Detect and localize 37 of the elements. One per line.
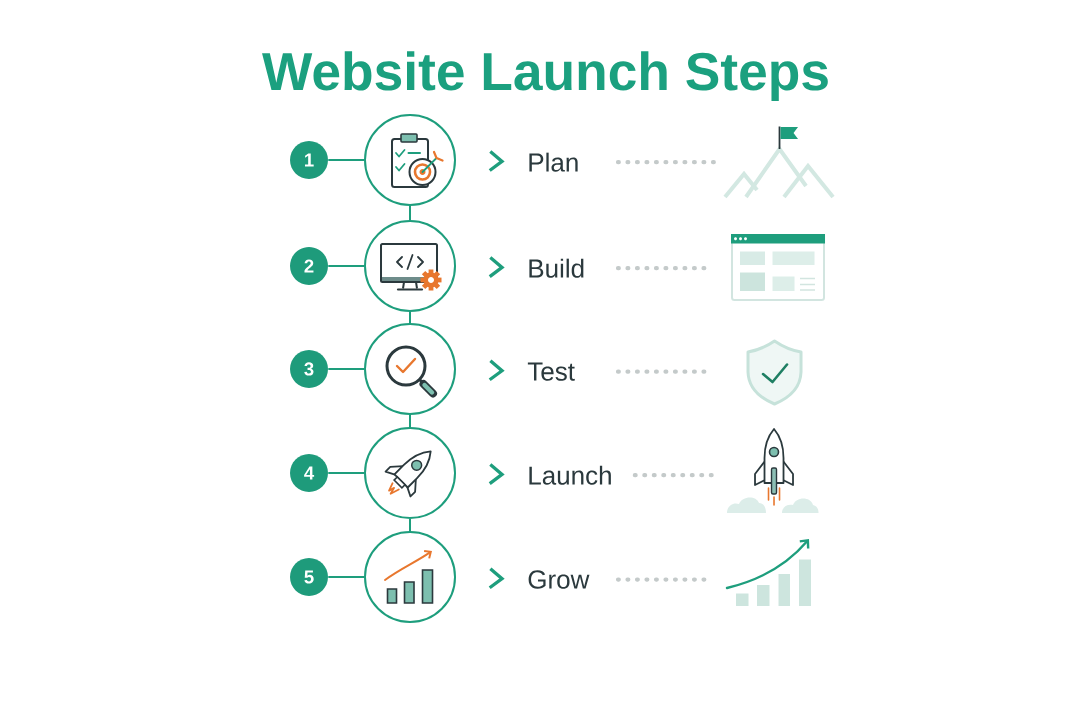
chevron-arrow [488, 256, 505, 278]
dotted-line [632, 473, 714, 478]
dotted-line [615, 160, 716, 165]
rocket-clouds-drawing [727, 428, 819, 513]
icon-circle [364, 323, 456, 415]
shield-check-drawing [746, 339, 803, 406]
dotted-line [615, 369, 707, 374]
dotted-line [615, 266, 707, 271]
chevron-arrow [488, 150, 505, 172]
connector-line [327, 368, 365, 370]
step-label: Grow [528, 570, 590, 589]
chevron-arrow [488, 567, 505, 590]
step-label: Launch [529, 465, 611, 485]
growth-chart-drawing [725, 539, 811, 606]
number-badge: 5 [290, 558, 328, 596]
step-label: Test [527, 362, 575, 381]
icon-circle [364, 220, 456, 312]
mountain-flag-drawing [723, 125, 835, 199]
chevron-arrow [488, 463, 505, 485]
connector-line [327, 576, 365, 578]
connector-line [409, 311, 411, 324]
connector-line [409, 205, 411, 221]
number-badge: 3 [290, 350, 328, 388]
number-badge: 1 [290, 141, 328, 179]
step-label: Plan [529, 152, 578, 172]
number-badge: 2 [290, 247, 328, 285]
connector-line [327, 472, 365, 474]
connector-line [327, 159, 365, 161]
chevron-arrow [488, 359, 505, 382]
connector-line [409, 518, 411, 532]
step-label: Build [529, 258, 584, 278]
browser-window-drawing [731, 234, 825, 301]
number-badge: 4 [290, 454, 328, 492]
title: Website Launch Steps [262, 51, 828, 102]
connector-line [409, 414, 411, 428]
dotted-line [615, 577, 707, 582]
connector-line [327, 265, 365, 267]
